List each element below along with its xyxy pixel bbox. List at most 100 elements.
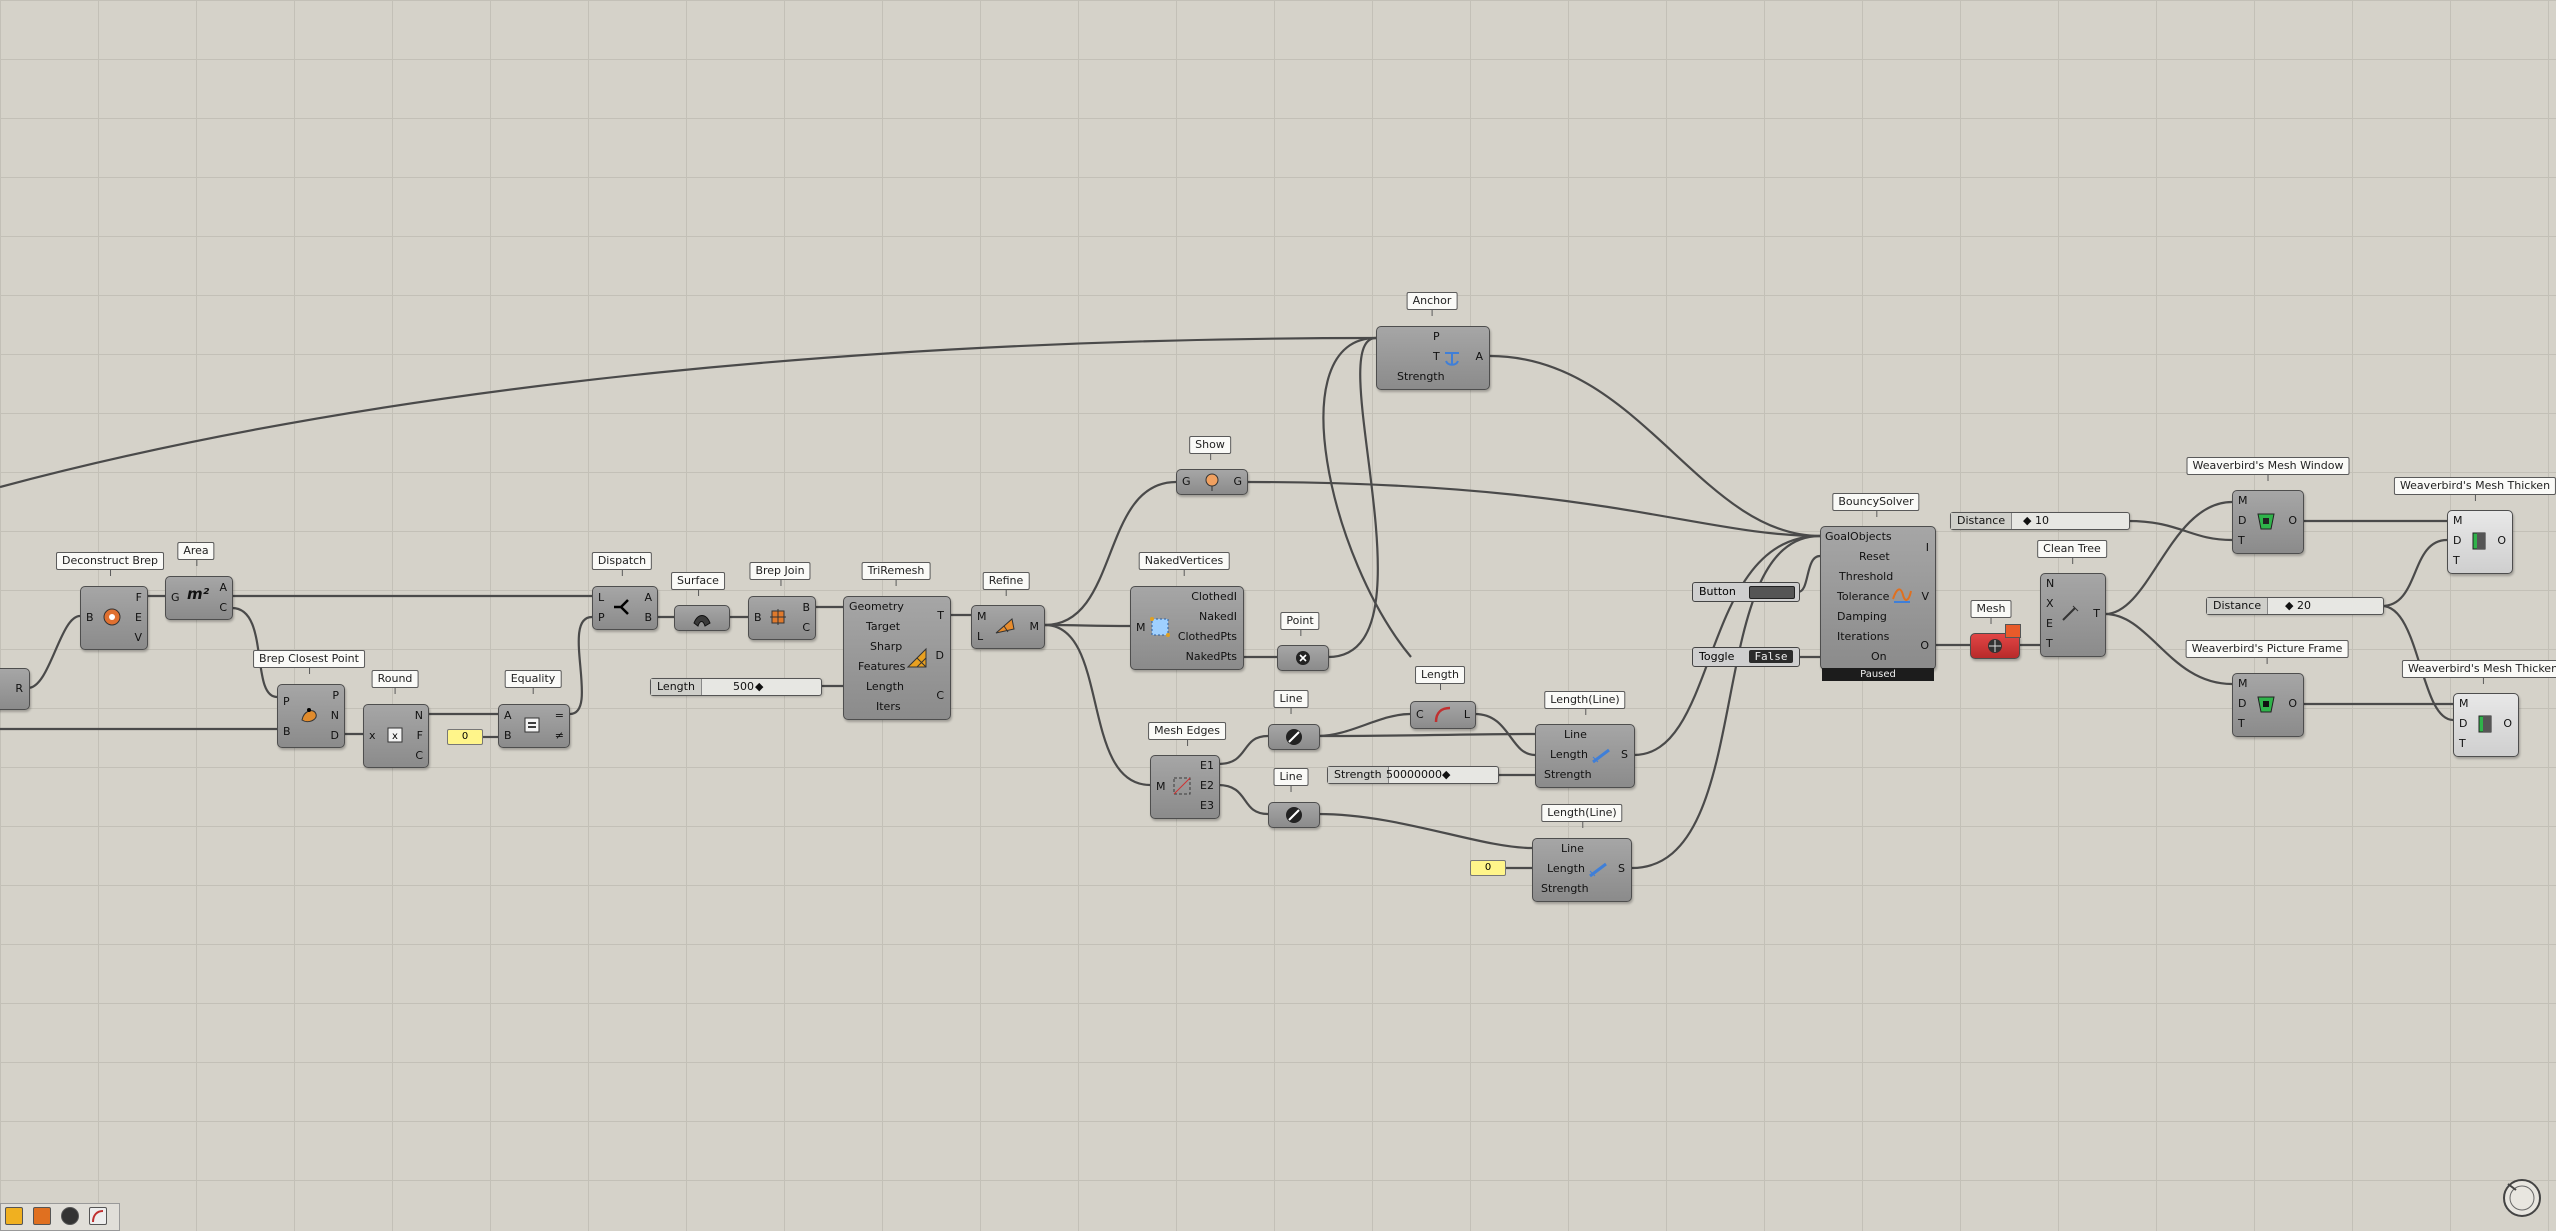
wb-mesh-window-component[interactable]: M D T O [2232,490,2304,554]
button-face[interactable] [1749,586,1795,599]
picture-frame-icon [2257,696,2275,713]
output-port-label: C [936,689,944,702]
line-caption: Line [1273,768,1309,792]
slider-value: 10 [2035,514,2049,527]
input-port-label: C [1416,708,1424,721]
bouncy-solver-icon [1892,588,1912,603]
button-component[interactable]: Button [1692,582,1800,602]
distance-slider[interactable]: Distance ◆ 10 [1950,512,2130,530]
wb-mesh-thicken-component[interactable]: M D T O [2447,510,2513,574]
length-line-component[interactable]: Line Length Strength S [1535,724,1635,788]
equality-component[interactable]: A B = ≠ [498,704,570,748]
length-component[interactable]: C L [1410,701,1476,729]
input-port-label: GoalObjects [1825,530,1892,543]
refine-component[interactable]: M L M [971,605,1045,649]
output-port-label: E3 [1200,799,1214,812]
equality-caption: Equality [504,670,562,694]
slider-label: Strength [1328,767,1389,783]
area-component[interactable]: G m² A C [165,576,233,620]
slider-grip-icon[interactable]: ◆ [2023,514,2032,527]
slider-label: Length [651,679,702,695]
length-goal-icon [1592,748,1610,764]
input-port-label: On [1871,650,1887,663]
surface-param[interactable] [674,605,730,631]
length-slider[interactable]: Length 500 ◆ [650,678,822,696]
slider-grip-icon[interactable]: ◆ [755,680,764,693]
point-param[interactable] [1277,645,1329,671]
output-port-label: L [1463,708,1470,721]
wire [1474,712,1536,757]
line-param[interactable] [1268,724,1320,750]
input-port-label: Line [1561,842,1584,855]
drawing-icon[interactable] [5,1207,23,1225]
triremesh-component[interactable]: Geometry Target Sharp Features Length It… [843,596,951,720]
show-component[interactable]: G G [1176,469,1248,495]
line-param[interactable] [1268,802,1320,828]
brep-closest-point-component[interactable]: P B P N D [277,684,345,748]
point-icon [1296,651,1310,665]
input-port-label: Tolerance [1837,590,1890,603]
wb-mesh-window-caption: Weaverbird's Mesh Window [2186,457,2350,481]
number-panel[interactable]: 0 [1470,860,1506,876]
clean-tree-component[interactable]: N X E T T [2040,573,2106,657]
input-port-label: Target [866,620,901,633]
bake-icon[interactable] [33,1207,51,1225]
number-panel[interactable]: 0 [447,729,483,745]
naked-vertices-icon [1150,617,1170,637]
triremesh-caption: TriRemesh [861,562,931,586]
line-icon [1286,729,1302,745]
strength-slider[interactable]: Strength 50000000 ◆ [1327,766,1499,784]
input-port-label: D [2453,534,2462,547]
mesh-thicken-icon [2472,532,2486,550]
input-port-label: M [2238,677,2248,690]
distance-slider[interactable]: Distance ◆ 20 [2206,597,2384,615]
slider-grip-icon[interactable]: ◆ [1442,768,1451,781]
deconstruct-brep-component[interactable]: B F E V [80,586,148,650]
input-port-label: M [2459,697,2469,710]
wire [1317,712,1411,738]
area-caption: Area [177,542,215,566]
dispatch-component[interactable]: L P A B [592,586,658,630]
wire [1797,554,1821,594]
preview-icon[interactable] [61,1207,79,1225]
length-caption: Length [1415,666,1465,690]
naked-vertices-component[interactable]: M ClothedI NakedI ClothedPts NakedPts [1130,586,1244,670]
compass-icon[interactable] [2500,1176,2544,1220]
input-port-label: Sharp [870,640,903,653]
output-port-label: N [414,709,423,722]
length-line-component[interactable]: Line Length Strength S [1532,838,1632,902]
mesh-edges-icon [1173,777,1191,795]
slider-grip-icon[interactable]: ◆ [2285,599,2294,612]
mesh-param[interactable] [1970,624,2021,659]
input-port-label: Strength [1541,882,1589,895]
surface-icon [693,615,711,627]
brep-join-component[interactable]: B B C [748,596,816,640]
output-port-label: S [1618,862,1625,875]
output-port-label: F [416,729,423,742]
mesh-thicken-icon [2478,715,2492,733]
output-port-label: O [1920,639,1929,652]
output-port-label: M [1029,620,1040,633]
bouncy-solver-component[interactable]: GoalObjects Reset Threshold Tolerance Da… [1820,526,1936,670]
output-port-label: I [1925,541,1929,554]
output-port-label: B [644,611,652,624]
wb-mesh-thicken-component[interactable]: M D T O [2453,693,2519,757]
output-port-label: R [15,682,23,695]
sketch-icon[interactable] [89,1207,107,1225]
wb-picture-frame-component[interactable]: M D T O [2232,673,2304,737]
mesh-edges-component[interactable]: M E1 E2 E3 [1150,755,1220,819]
input-port-label: Threshold [1839,570,1894,583]
output-port-label: O [2503,717,2512,730]
round-component[interactable]: x x N F C [363,704,429,768]
mesh-window-icon [2257,513,2275,530]
anchor-component[interactable]: P T Strength A [1376,326,1490,390]
output-port-label: E1 [1200,759,1214,772]
wb-mesh-thicken-caption: Weaverbird's Mesh Thicken [2393,477,2556,501]
toggle-value[interactable]: False [1749,650,1793,663]
toggle-component[interactable]: Toggle False [1692,647,1800,667]
wire [2381,538,2448,608]
output-port-label: D [935,649,944,662]
input-port-label: M [2453,514,2463,527]
partial-component[interactable]: R [0,668,30,710]
slider-value: 500 [733,680,754,693]
